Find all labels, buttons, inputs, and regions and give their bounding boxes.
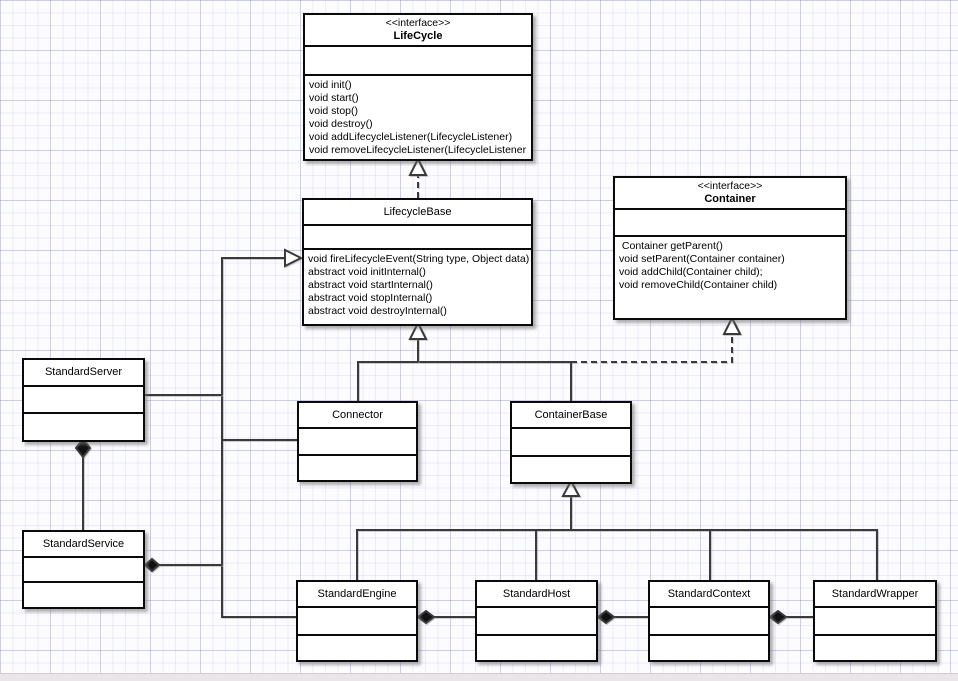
class-name: ContainerBase (534, 408, 608, 421)
empty-section (815, 606, 935, 634)
composition-diamond-standardhost (596, 609, 616, 625)
class-standardservice: StandardService (22, 530, 145, 609)
empty-section (477, 606, 596, 634)
class-title: StandardService (24, 532, 143, 556)
class-name: Container (704, 193, 756, 205)
member-line: void start() (309, 92, 359, 104)
class-standardhost: StandardHost (475, 580, 598, 662)
member-line: abstract void startInternal() (308, 279, 433, 291)
empty-section (650, 606, 768, 634)
composition-diamond-standardengine (416, 609, 436, 625)
methods-section: void fireLifecycleEvent(String type, Obj… (304, 248, 531, 324)
composition-diamond-standardserver (74, 437, 92, 459)
class-name: LifecycleBase (383, 205, 452, 218)
empty-section (650, 634, 768, 660)
composition-diamond-standardcontext (768, 609, 788, 625)
edge-containerbase-implements-container (571, 334, 733, 363)
class-title: Connector (299, 403, 416, 427)
class-title: <<interface>>LifeCycle (305, 15, 531, 45)
member-line: abstract void destroyInternal() (308, 305, 447, 317)
canvas-bottom-edge (0, 673, 958, 681)
class-lifecyclebase: LifecycleBase void fireLifecycleEvent(Str… (302, 198, 533, 326)
member-line: void destroy() (309, 118, 373, 130)
class-connector: Connector (297, 401, 418, 482)
class-name: StandardService (42, 537, 125, 550)
empty-section (299, 427, 416, 454)
class-name: LifeCycle (393, 30, 443, 42)
edge-children-extends-rail (356, 529, 878, 580)
empty-section (512, 455, 630, 482)
class-name: StandardContext (667, 587, 751, 600)
member-line: void removeChild(Container child) (619, 279, 778, 291)
class-name: Connector (332, 408, 383, 421)
empty-section (24, 385, 143, 412)
empty-section (477, 634, 596, 660)
methods-section: void init()void start()void stop()void d… (305, 74, 531, 159)
member-line: void stop() (309, 105, 359, 117)
empty-section (304, 224, 531, 248)
class-standardengine: StandardEngine (296, 580, 418, 662)
member-line: void addLifecycleListener(LifecycleListe… (309, 131, 513, 143)
empty-section (298, 634, 416, 660)
edge-connector-containerbase-extends (357, 361, 572, 401)
empty-section (512, 427, 630, 455)
extends-arrowhead-containerbase (561, 478, 581, 497)
class-container: <<interface>>Container Container getPare… (613, 176, 847, 320)
extends-arrowhead-lifecyclebase-left (284, 248, 304, 268)
member-line: void removeLifecycleListener(LifecycleLi… (309, 144, 527, 156)
class-title: StandardEngine (298, 582, 416, 606)
member-line: void setParent(Container container) (619, 253, 785, 265)
class-title: StandardServer (24, 360, 143, 385)
empty-section (815, 634, 935, 660)
class-name: StandardServer (44, 366, 123, 378)
extends-arrowhead-lifecyclebase-bottom (408, 320, 428, 340)
methods-section: Container getParent()void setParent(Cont… (615, 235, 845, 318)
class-standardcontext: StandardContext (648, 580, 770, 662)
member-line: void addChild(Container child); (619, 266, 763, 278)
class-standardwrapper: StandardWrapper (813, 580, 937, 662)
class-title: <<interface>>Container (615, 178, 845, 208)
class-containerbase: ContainerBase (510, 401, 632, 484)
member-line: abstract void initInternal() (308, 266, 426, 278)
class-title: LifecycleBase (304, 200, 531, 224)
class-title: StandardContext (650, 582, 768, 606)
implements-arrowhead-container (722, 315, 742, 335)
empty-section (615, 208, 845, 235)
empty-section (298, 606, 416, 634)
class-title: StandardWrapper (815, 582, 935, 606)
class-title: StandardHost (477, 582, 596, 606)
stereotype-label: <<interface>> (385, 17, 451, 29)
class-name: StandardWrapper (831, 587, 919, 600)
empty-section (305, 45, 531, 74)
member-line: Container getParent() (619, 240, 723, 252)
empty-section (24, 581, 143, 607)
member-line: abstract void stopInternal() (308, 292, 433, 304)
class-name: StandardHost (502, 587, 571, 600)
class-title: ContainerBase (512, 403, 630, 427)
empty-section (24, 412, 143, 440)
class-name: StandardEngine (317, 587, 397, 600)
class-standardserver: StandardServer (22, 358, 145, 442)
implements-arrowhead-lifecycle (408, 156, 428, 176)
edge-inheritance-trunk (221, 257, 296, 618)
empty-section (24, 556, 143, 581)
member-line: void fireLifecycleEvent(String type, Obj… (308, 253, 530, 265)
stereotype-label: <<interface>> (697, 180, 763, 192)
member-line: void init() (309, 79, 352, 91)
empty-section (299, 454, 416, 480)
composition-diamond-standardservice (143, 557, 161, 573)
